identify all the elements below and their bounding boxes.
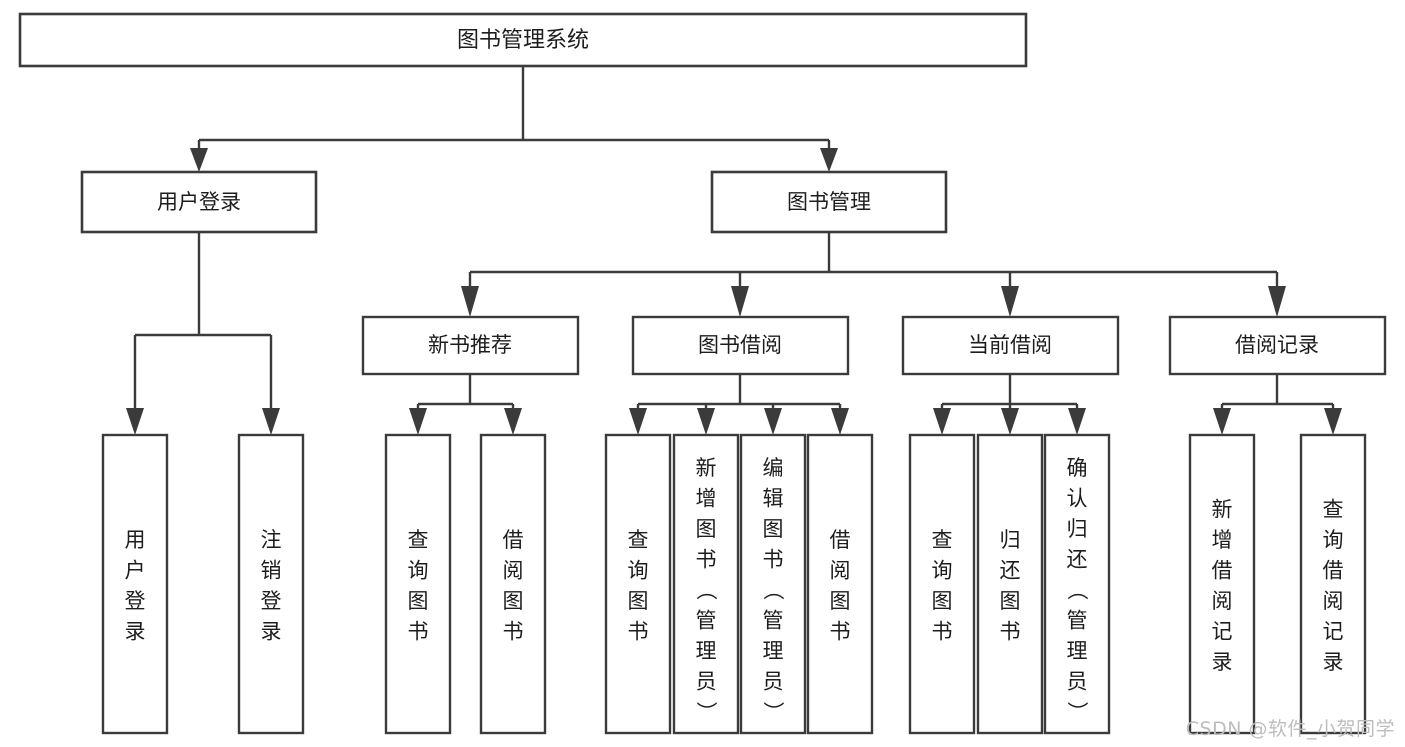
node-new-book-recommend[interactable]: 新书推荐 xyxy=(361,315,580,376)
node-leaf-query-record[interactable]: 查询借阅记录 xyxy=(1299,433,1367,735)
node-leaf-borrow-book-1-label: 借阅图书 xyxy=(503,528,524,644)
arrow-to-new-book-recommend xyxy=(461,286,479,317)
node-leaf-return-book-box[interactable] xyxy=(976,433,1044,735)
node-leaf-return-book-label: 归还图书 xyxy=(1000,528,1021,644)
node-leaf-query-book-2-box[interactable] xyxy=(604,433,672,735)
arrow-to-leaf-user-logout xyxy=(262,408,280,435)
node-leaf-user-logout-label: 注销登录 xyxy=(261,528,282,644)
node-leaf-query-book-1-box[interactable] xyxy=(384,433,452,735)
arrow-to-leaf-query-book-3 xyxy=(933,408,951,435)
arrow-to-borrow-record xyxy=(1268,286,1286,317)
node-new-book-recommend-label: 新书推荐 xyxy=(428,333,512,357)
vertical-glyph: ） xyxy=(694,701,718,722)
arrow-to-leaf-confirm-return xyxy=(1068,408,1086,435)
node-leaf-return-book[interactable]: 归还图书 xyxy=(976,433,1044,735)
arrow-to-leaf-return-book xyxy=(1001,408,1019,435)
node-leaf-query-book-3-box[interactable] xyxy=(908,433,976,735)
node-leaf-query-book-2[interactable]: 查询图书 xyxy=(604,433,672,735)
node-leaf-borrow-book-2[interactable]: 借阅图书 xyxy=(806,433,874,735)
arrow-root-to-book-management xyxy=(820,148,838,172)
node-user-login[interactable]: 用户登录 xyxy=(80,170,318,234)
node-leaf-add-book[interactable]: 新增图书管理员 （ ） xyxy=(672,433,740,735)
node-leaf-borrow-book-2-label: 借阅图书 xyxy=(830,528,851,644)
node-user-login-label: 用户登录 xyxy=(157,190,241,214)
node-root-label: 图书管理系统 xyxy=(457,28,589,53)
node-user-login-box[interactable] xyxy=(80,170,318,234)
node-leaf-edit-book-box[interactable] xyxy=(739,433,807,735)
node-leaf-edit-book[interactable]: 编辑图书管理员 （ ） xyxy=(739,433,807,735)
node-book-management-box[interactable] xyxy=(710,170,948,234)
leaf-layer: 用户登录 注销登录 查询图书 借阅图书 查询图书 新增图书管理员 （ xyxy=(101,433,1367,735)
node-leaf-query-book-3-label: 查询图书 xyxy=(932,528,953,644)
node-leaf-borrow-book-1[interactable]: 借阅图书 xyxy=(479,433,547,735)
node-leaf-confirm-return-box[interactable] xyxy=(1043,433,1111,735)
arrow-to-leaf-query-book-1 xyxy=(409,408,427,435)
arrow-to-leaf-query-book-2 xyxy=(629,408,647,435)
vertical-glyph: ） xyxy=(761,701,785,722)
node-leaf-query-book-1-label: 查询图书 xyxy=(408,528,429,644)
arrow-to-book-borrow xyxy=(731,286,749,317)
node-root-box[interactable] xyxy=(18,12,1028,68)
node-leaf-add-record[interactable]: 新增借阅记录 xyxy=(1188,433,1256,735)
vertical-glyph: （ xyxy=(694,579,718,600)
arrow-to-leaf-add-book xyxy=(697,408,715,435)
node-leaf-user-logout[interactable]: 注销登录 xyxy=(237,433,305,735)
node-leaf-add-book-label: 新增图书管理员 xyxy=(696,456,717,693)
arrow-to-leaf-borrow-book-1 xyxy=(504,408,522,435)
node-leaf-query-book-2-label: 查询图书 xyxy=(628,528,649,644)
node-book-borrow-box[interactable] xyxy=(631,315,850,376)
arrow-to-leaf-user-login xyxy=(126,408,144,435)
arrow-to-leaf-borrow-book-2 xyxy=(831,408,849,435)
arrow-to-leaf-edit-book xyxy=(764,408,782,435)
vertical-glyph: （ xyxy=(1065,579,1089,600)
node-leaf-add-record-box[interactable] xyxy=(1188,433,1256,735)
connector-layer xyxy=(126,66,1342,435)
node-current-borrow[interactable]: 当前借阅 xyxy=(901,315,1120,376)
arrow-to-current-borrow xyxy=(1001,286,1019,317)
node-book-borrow-label: 图书借阅 xyxy=(698,333,782,357)
node-leaf-confirm-return[interactable]: 确认归还管理员 （ ） xyxy=(1043,433,1111,735)
node-leaf-confirm-return-label: 确认归还管理员 xyxy=(1067,456,1088,693)
arrow-to-leaf-query-record xyxy=(1324,408,1342,435)
node-leaf-add-book-box[interactable] xyxy=(672,433,740,735)
node-leaf-query-record-box[interactable] xyxy=(1299,433,1367,735)
node-leaf-user-login[interactable]: 用户登录 xyxy=(101,433,169,735)
vertical-glyph: ） xyxy=(1065,701,1089,722)
csdn-watermark: CSDN @软件_小贺同学 xyxy=(1185,718,1395,740)
node-new-book-recommend-box[interactable] xyxy=(361,315,580,376)
node-borrow-record-label: 借阅记录 xyxy=(1235,333,1319,357)
node-leaf-user-login-box[interactable] xyxy=(101,433,169,735)
node-current-borrow-box[interactable] xyxy=(901,315,1120,376)
arrow-to-leaf-add-record xyxy=(1213,408,1231,435)
vertical-glyph: （ xyxy=(761,579,785,600)
node-root[interactable]: 图书管理系统 xyxy=(18,12,1028,68)
node-borrow-record[interactable]: 借阅记录 xyxy=(1168,315,1387,376)
node-leaf-borrow-book-2-box[interactable] xyxy=(806,433,874,735)
node-leaf-user-login-label: 用户登录 xyxy=(125,528,146,644)
arrow-root-to-user-login xyxy=(190,148,208,172)
node-book-management[interactable]: 图书管理 xyxy=(710,170,948,234)
node-leaf-query-record-label: 查询借阅记录 xyxy=(1323,497,1344,674)
node-leaf-add-record-label: 新增借阅记录 xyxy=(1212,497,1233,674)
node-borrow-record-box[interactable] xyxy=(1168,315,1387,376)
node-book-management-label: 图书管理 xyxy=(787,190,871,214)
node-leaf-query-book-3[interactable]: 查询图书 xyxy=(908,433,976,735)
node-leaf-borrow-book-1-box[interactable] xyxy=(479,433,547,735)
node-current-borrow-label: 当前借阅 xyxy=(968,333,1052,357)
node-leaf-edit-book-label: 编辑图书管理员 xyxy=(763,456,784,693)
node-book-borrow[interactable]: 图书借阅 xyxy=(631,315,850,376)
node-leaf-user-logout-box[interactable] xyxy=(237,433,305,735)
node-leaf-query-book-1[interactable]: 查询图书 xyxy=(384,433,452,735)
